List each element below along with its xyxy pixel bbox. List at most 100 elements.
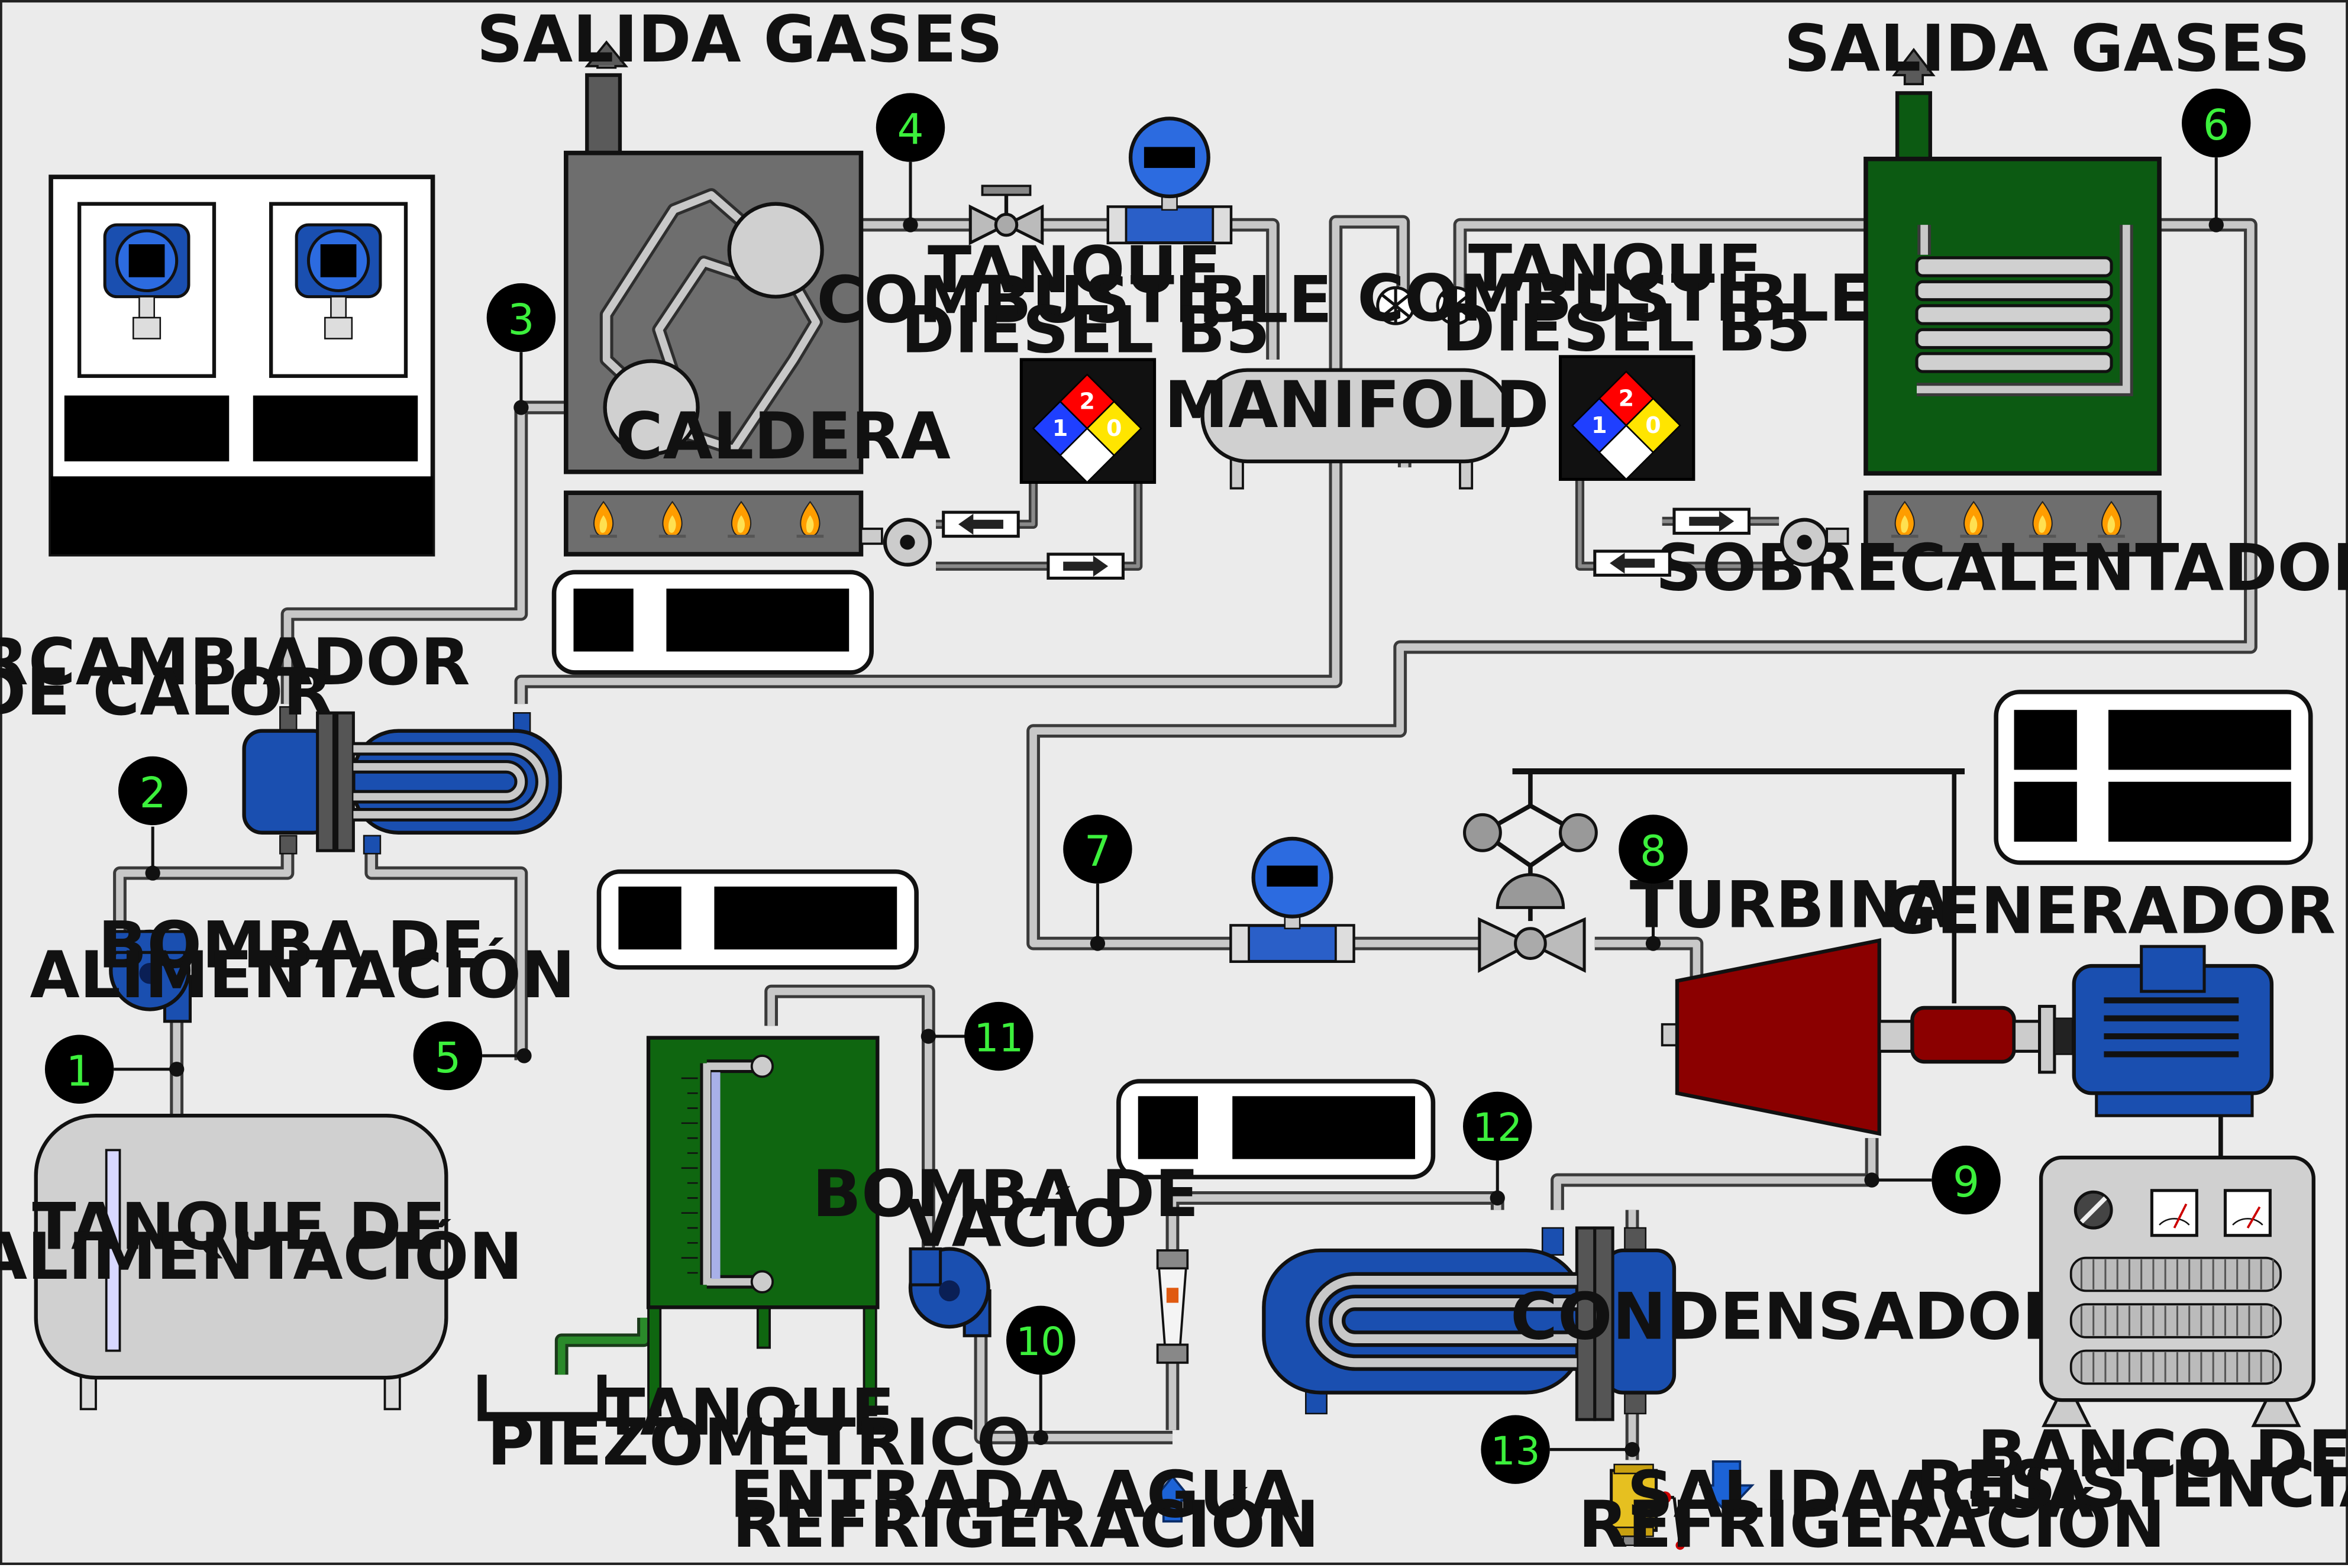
marker-12 <box>1463 1091 1532 1161</box>
marker-4 <box>876 93 945 162</box>
svg-text:BOMBA DE ALIMENTACIÓN: BOMBA DE ALIMENTACIÓN <box>30 908 575 1013</box>
coolant-out-line1: SALIDAAGUA <box>1627 1457 2094 1533</box>
valve-icon <box>1436 286 1475 325</box>
down-arrow-icon <box>1698 1460 1755 1514</box>
voltmeter-icon <box>2223 1189 2272 1237</box>
valve-icon <box>968 185 1044 245</box>
marker-2-label: 2 <box>140 768 166 817</box>
svg-text:TANQUE COMBUSTIBLE: TANQUE COMBUSTIBLE DIESEL B5 <box>1357 231 1895 366</box>
manifold: MANIFOLD <box>1164 286 1549 490</box>
nfpa-flammability-2: 2 <box>1619 385 1634 411</box>
drain-tray <box>477 1375 607 1421</box>
marker-3-label: 3 <box>508 295 534 344</box>
fuel-tank-1: TANQUE COMBUSTIBLE DIESEL B5 2 1 0 <box>816 232 1355 484</box>
marker-6-label: 6 <box>2203 101 2230 150</box>
dc-generator: GENERADOR DC <box>1884 873 2348 1161</box>
nfpa-diamond-icon: 2 1 0 <box>1032 373 1142 484</box>
manifold-label: MANIFOLD <box>1164 367 1549 442</box>
resistor-bank-line1: BANCO DE <box>1977 1417 2348 1492</box>
measurement-markers: 1 2 3 4 5 6 7 8 9 10 <box>44 88 2251 1484</box>
fuel-tank-2-line1: TANQUE <box>1468 231 1762 306</box>
feed-pump-line2: ALIMENTACIÓN <box>30 937 575 1013</box>
nfpa-flammability: 2 <box>1079 388 1094 414</box>
flow-indicator <box>1672 507 1751 535</box>
pump-icon: BOMBA DE ALIMENTACIÓN <box>30 908 575 1023</box>
coolant-in-line1: ENTRADA AGUA <box>729 1457 1299 1533</box>
display-box <box>1994 690 2313 865</box>
coolant-in-line2: REFRIGERACIÓN <box>732 1487 1319 1562</box>
marker-1-label: 1 <box>66 1047 93 1096</box>
marker-6 <box>2182 88 2251 158</box>
boiler: CALDERA <box>564 40 951 557</box>
marker-8 <box>1619 814 1688 884</box>
resistor-bank: BANCO DE RESISTENCIAS <box>1916 1155 2348 1522</box>
outlet-valve <box>1610 1463 1685 1550</box>
marker-3 <box>486 283 556 353</box>
condenser: CONDENSADOR <box>1262 1226 2072 1421</box>
resistor-bank-line2: RESISTENCIAS <box>1916 1447 2348 1522</box>
turbine: TURBINA <box>1630 867 2074 1136</box>
flow-meter-icon <box>1106 117 1233 245</box>
piezometric-tank: TANQUE PIEZOMÉTRICO <box>487 1036 1032 1480</box>
boiler-label: CALDERA <box>616 399 951 474</box>
fuel-tank-1-line1: TANQUE <box>928 232 1221 308</box>
up-arrow-icon <box>1892 47 1936 86</box>
piezometric-line1: TANQUE <box>601 1375 894 1450</box>
marker-12-label: 12 <box>1472 1105 1522 1150</box>
nfpa-instability: 0 <box>1106 415 1122 441</box>
pressure-transmitter-icon <box>103 223 190 340</box>
feed-tank-line1: TANQUE DE <box>32 1189 445 1264</box>
ammeter-icon <box>2150 1189 2198 1237</box>
heat-exchanger-line1: INTERCAMBIADOR <box>0 625 470 700</box>
pressure-transmitter-icon <box>295 223 382 340</box>
svg-text:BOMBA DE VACÍO: BOMBA DE VACÍO <box>812 1156 1221 1262</box>
rotameter-icon <box>1156 1249 1189 1364</box>
nfpa-diamond-icon: 2 1 0 <box>1571 370 1681 481</box>
fuel-tank-1-line3: DIESEL B5 <box>901 292 1270 367</box>
nfpa-health-2: 1 <box>1591 412 1607 438</box>
exhaust-label-2: SALIDA GASES <box>1784 11 2310 86</box>
svg-text:SALIDAAGUA REFRIGERACIÓN: SALIDAAGUA REFRIGERACIÓN <box>1578 1457 2165 1563</box>
feed-tank-line2: ALIMENTACIÓN <box>0 1219 523 1294</box>
exhaust-label-1: SALIDA GASES <box>477 2 1003 77</box>
fuel-tank-1-line2: COMBUSTIBLE <box>816 263 1332 338</box>
marker-13-label: 13 <box>1491 1428 1540 1474</box>
marker-10-label: 10 <box>1016 1319 1065 1365</box>
display-box <box>551 570 874 675</box>
pump-icon: BOMBA DE VACÍO <box>812 1156 1221 1337</box>
fuel-pump <box>860 518 932 567</box>
control-panel <box>49 174 435 557</box>
marker-5 <box>413 1021 483 1091</box>
valve-icon <box>1376 286 1416 325</box>
heat-exchanger-line2: DE CALOR <box>0 655 332 730</box>
marker-10 <box>1006 1305 1076 1375</box>
nfpa-instability-2: 0 <box>1645 412 1661 438</box>
marker-9 <box>1932 1145 2001 1215</box>
marker-11 <box>964 1001 1033 1071</box>
flow-indicator <box>942 510 1020 538</box>
marker-7-label: 7 <box>1084 826 1111 875</box>
svg-text:TANQUE COMBUSTIBLE: TANQUE COMBUSTIBLE DIESEL B5 <box>816 232 1355 367</box>
heat-exchanger: INTERCAMBIADOR DE CALOR <box>0 625 562 855</box>
fuel-pump-2 <box>1780 518 1849 567</box>
coolant-out-line2: REFRIGERACIÓN <box>1578 1487 2165 1562</box>
svg-text:ENTRADA AGUA REFRIGERACI: ENTRADA AGUA REFRIGERACIÓN <box>729 1457 1322 1563</box>
svg-text:TANQUE PIEZOMÉTRICO: TANQUE PIEZOMÉTRICO <box>487 1375 1032 1480</box>
flow-indicator <box>1593 549 1671 577</box>
piezometric-line2: PIEZOMÉTRICO <box>487 1405 1032 1480</box>
generator-label: GENERADOR DC <box>1884 873 2348 948</box>
up-arrow-icon <box>1151 1475 1194 1523</box>
marker-8-label: 8 <box>1640 826 1666 875</box>
marker-11-label: 11 <box>974 1015 1023 1061</box>
display-box <box>596 869 919 970</box>
fuel-tank-2: TANQUE COMBUSTIBLE DIESEL B5 2 1 0 <box>1357 231 1895 481</box>
marker-5-label: 5 <box>434 1033 461 1082</box>
marker-13 <box>1481 1415 1550 1484</box>
vacuum-pump-line2: VACÍO <box>906 1186 1128 1261</box>
feed-tank: TANQUE DE ALIMENTACIÓN <box>0 1114 523 1411</box>
flow-meter-icon <box>1229 836 1355 964</box>
superheater-label: SOBRECALENTADOR <box>1655 531 2348 606</box>
up-arrow-icon <box>584 40 629 69</box>
